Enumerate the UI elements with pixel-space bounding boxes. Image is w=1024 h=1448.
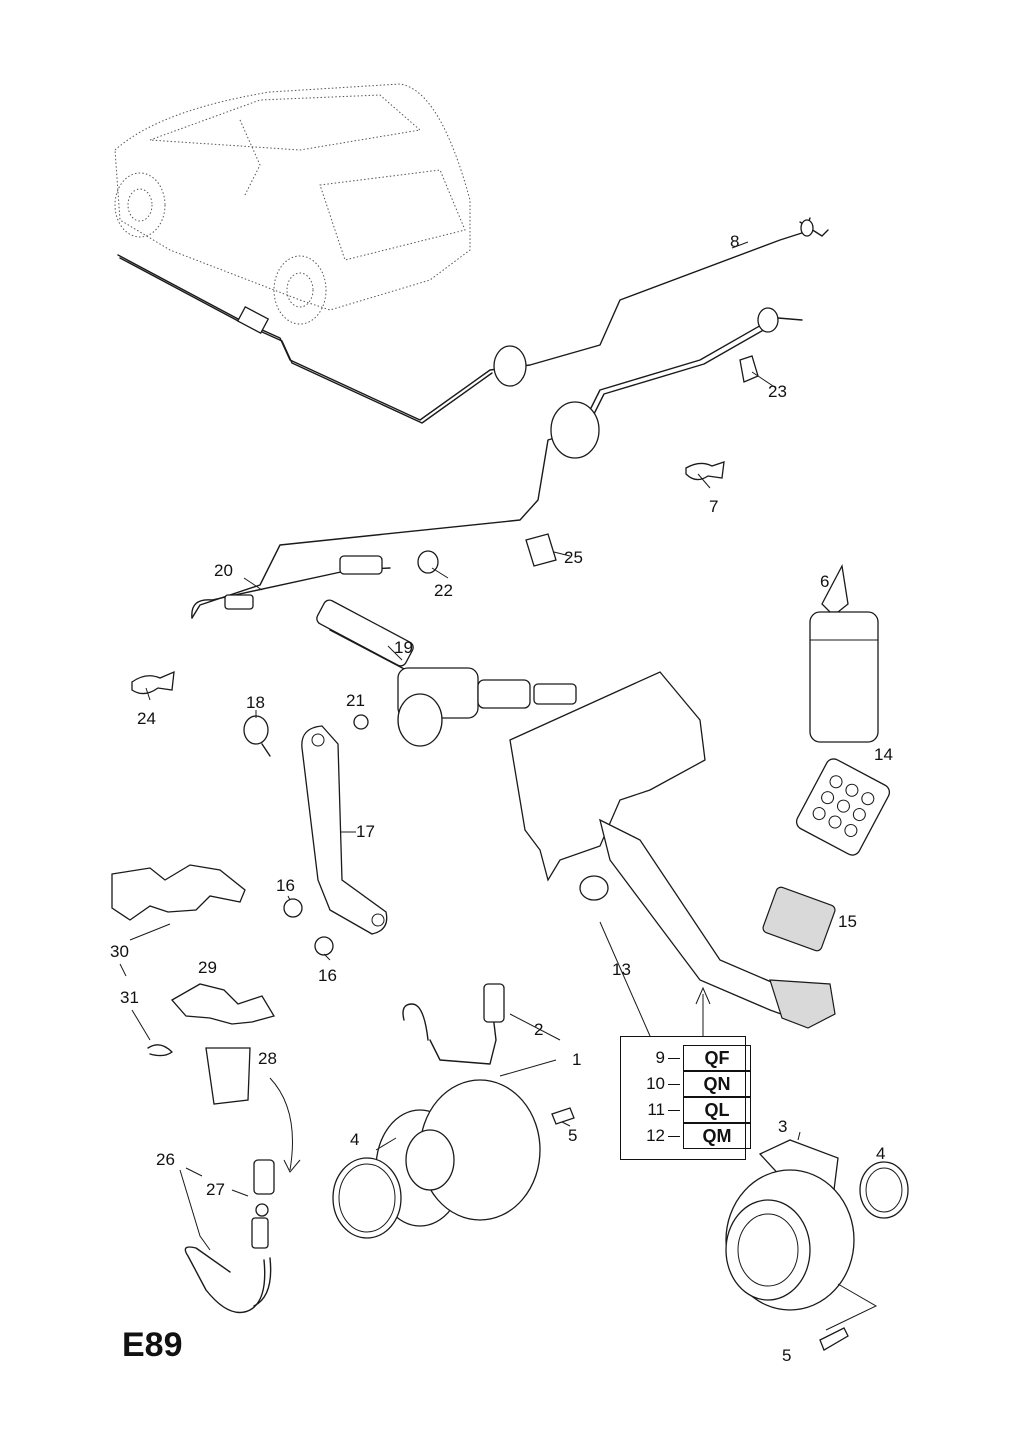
- bleed-hose: [184, 1159, 275, 1314]
- callout-4a: 4: [350, 1130, 360, 1149]
- variant-number: 10: [646, 1074, 665, 1093]
- callout-14: 14: [874, 745, 893, 764]
- callout-29: 29: [198, 958, 217, 977]
- callout-2: 2: [534, 1020, 544, 1039]
- concentric-slave-cylinder: [725, 1139, 909, 1351]
- master-cylinder: [316, 599, 577, 747]
- callout-1: 1: [572, 1050, 582, 1069]
- callout-30: 30: [110, 942, 129, 961]
- callout-5b: 5: [782, 1346, 792, 1365]
- pipe-assembly: [117, 217, 829, 619]
- page-code: E89: [122, 1326, 183, 1364]
- callout-7: 7: [709, 497, 719, 516]
- callout-26: 26: [156, 1150, 175, 1169]
- callout-6: 6: [820, 572, 830, 591]
- small-clips: [147, 1044, 251, 1105]
- callout-23: 23: [768, 382, 787, 401]
- variant-row: 12 QM: [621, 1123, 751, 1149]
- callout-8: 8: [730, 232, 740, 251]
- variant-code: QF: [683, 1045, 751, 1071]
- variant-table: 9 QF 10 QN 11 QL 12 QM: [620, 1036, 751, 1160]
- pipe-fittings: [111, 864, 275, 1025]
- variant-code: QM: [683, 1123, 751, 1149]
- variant-code: QN: [683, 1071, 751, 1097]
- callout-21: 21: [346, 691, 365, 710]
- callout-27: 27: [206, 1180, 225, 1199]
- clips: [131, 355, 759, 695]
- variant-dash: [668, 1058, 680, 1059]
- callout-16a: 16: [276, 876, 295, 895]
- callout-28: 28: [258, 1049, 277, 1068]
- variant-row: 10 QN: [621, 1071, 751, 1097]
- variant-dash: [668, 1110, 680, 1111]
- variant-number: 11: [647, 1100, 665, 1119]
- callout-13: 13: [612, 960, 631, 979]
- bracket: [301, 725, 388, 935]
- pedal-box: [509, 671, 836, 1029]
- callout-18: 18: [246, 693, 265, 712]
- callout-4b: 4: [876, 1144, 886, 1163]
- variant-code: QL: [683, 1097, 751, 1123]
- fasteners: [243, 714, 369, 757]
- leader-lines: [119, 241, 878, 1331]
- callout-15: 15: [838, 912, 857, 931]
- variant-number: 12: [646, 1126, 665, 1145]
- variant-number: 9: [655, 1048, 665, 1067]
- callout-19: 19: [394, 638, 413, 657]
- variant-dash: [668, 1084, 680, 1085]
- pedal-rubbers: [762, 758, 891, 952]
- variant-row: 11 QL: [621, 1097, 751, 1123]
- callout-22: 22: [434, 581, 453, 600]
- slave-cylinder: [332, 983, 575, 1239]
- callout-31: 31: [120, 988, 139, 1007]
- vehicle-silhouette: [114, 83, 471, 325]
- variant-dash: [668, 1136, 680, 1137]
- callout-17: 17: [356, 822, 375, 841]
- callout-5a: 5: [568, 1126, 578, 1145]
- callout-3: 3: [778, 1117, 788, 1136]
- nuts: [283, 898, 334, 956]
- callout-16b: 16: [318, 966, 337, 985]
- callout-25: 25: [564, 548, 583, 567]
- fluid-bottle: [809, 563, 879, 743]
- callout-20: 20: [214, 561, 233, 580]
- callout-24: 24: [137, 709, 156, 728]
- variant-row: 9 QF: [621, 1045, 751, 1071]
